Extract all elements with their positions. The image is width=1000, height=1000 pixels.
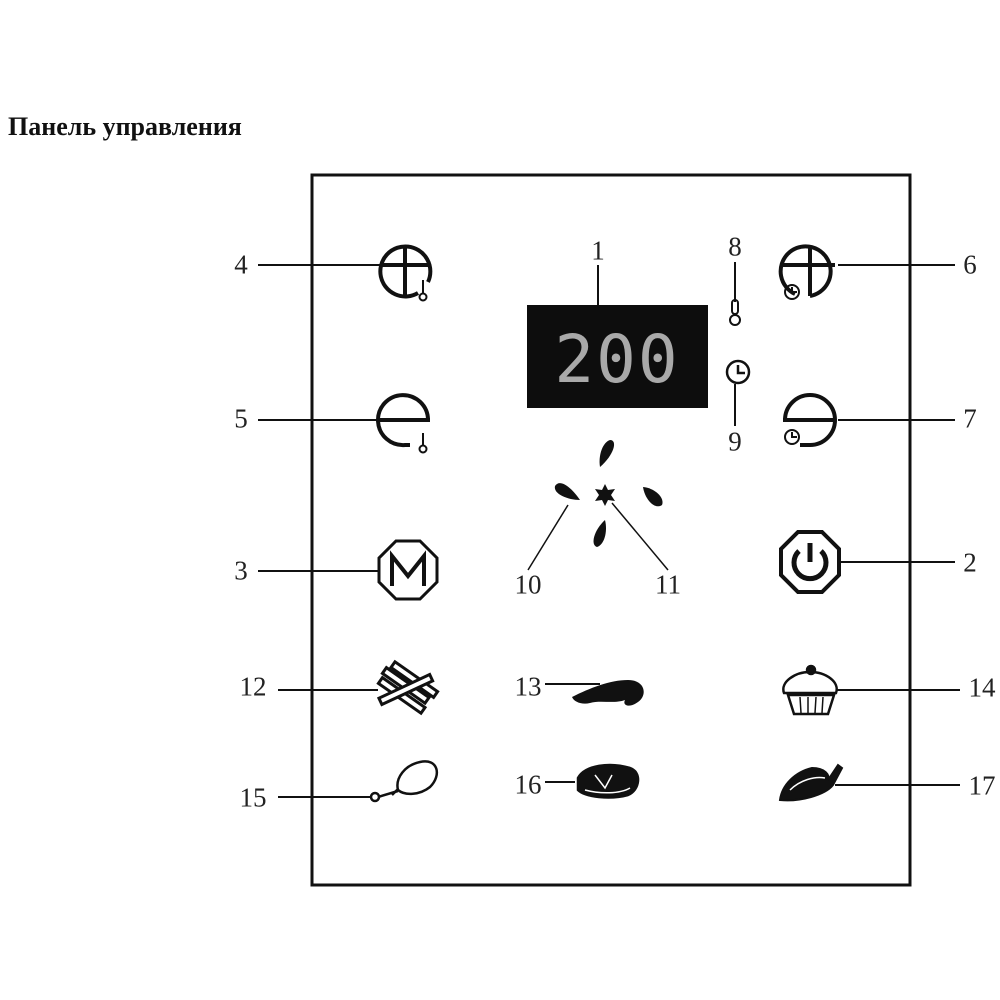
callout-12: 12 [239, 671, 267, 702]
callout-7: 7 [963, 403, 977, 434]
temperature-indicator-icon [729, 299, 741, 326]
fan-icon [554, 440, 663, 547]
callout-1: 1 [591, 235, 605, 266]
steak-icon[interactable] [576, 763, 640, 799]
callout-10: 10 [514, 569, 542, 600]
callout-2: 2 [963, 547, 977, 578]
callout-9: 9 [728, 426, 742, 457]
shrimp-icon[interactable] [572, 680, 644, 706]
callout-3: 3 [234, 555, 248, 586]
callout-6: 6 [963, 249, 977, 280]
panel-border [310, 173, 912, 887]
callout-16: 16 [514, 769, 542, 800]
time-plus-icon[interactable] [778, 244, 835, 300]
callout-4: 4 [234, 249, 248, 280]
power-button-icon[interactable] [779, 530, 841, 594]
chicken-leg-icon[interactable] [369, 760, 439, 803]
time-minus-icon[interactable] [783, 393, 837, 447]
callout-11: 11 [655, 569, 681, 600]
callout-8: 8 [728, 231, 742, 262]
menu-button-icon[interactable] [377, 539, 439, 601]
callout-5: 5 [234, 403, 248, 434]
time-indicator-icon [725, 359, 751, 385]
page-title: Панель управления [8, 112, 242, 141]
callout-17: 17 [968, 770, 996, 801]
display-screen [527, 305, 708, 408]
display-value: 200 [554, 321, 679, 398]
leader-lines [258, 262, 960, 798]
callout-15: 15 [239, 782, 267, 813]
fish-icon[interactable] [778, 763, 844, 802]
cupcake-icon[interactable] [782, 664, 838, 716]
fan-center-star [595, 484, 615, 506]
callout-13: 13 [514, 671, 542, 702]
callout-14: 14 [968, 672, 996, 703]
temperature-plus-icon[interactable] [378, 244, 433, 302]
temperature-minus-icon[interactable] [376, 393, 430, 454]
fries-icon[interactable] [376, 659, 440, 716]
